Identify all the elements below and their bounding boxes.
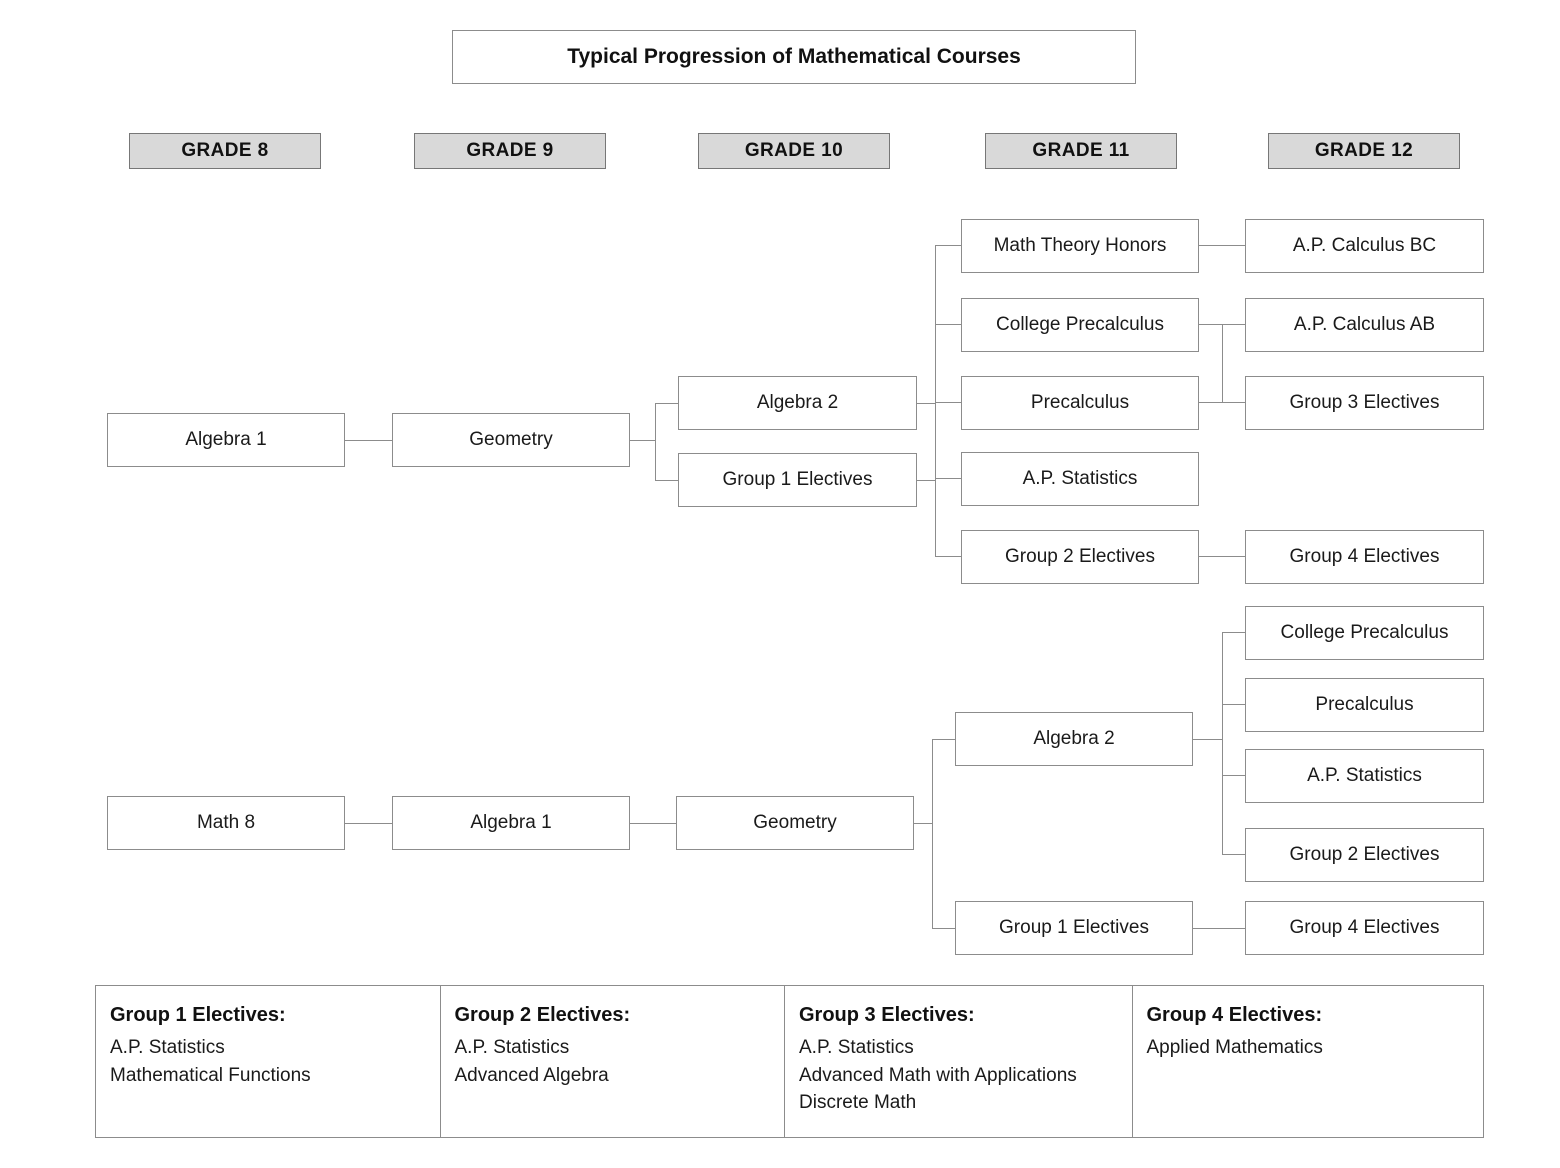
connector-top-geometry-split-vertical (655, 403, 656, 480)
node-top-algebra-2[interactable]: Algebra 2 (678, 376, 917, 430)
legend-group-2-item-1: Advanced Algebra (454, 1064, 609, 1086)
legend-group-1-item-1: Mathematical Functions (110, 1064, 311, 1086)
node-top-precalculus[interactable]: Precalculus (961, 376, 1199, 430)
legend-group-3: Group 3 Electives: A.P. Statistics Advan… (785, 986, 1133, 1137)
connector-bottom-geometry-split-vertical (932, 739, 933, 928)
node-top-math-theory-honors[interactable]: Math Theory Honors (961, 219, 1199, 273)
connector-bottom-grade12-fan-vertical (1222, 632, 1223, 854)
connector-bottom-to-group-2-electives (1222, 854, 1245, 855)
connector-bottom-math8-alg1 (345, 823, 392, 824)
legend-group-1-item-0: A.P. Statistics (110, 1037, 225, 1058)
grade-header-12: GRADE 12 (1268, 133, 1460, 169)
diagram-title: Typical Progression of Mathematical Cour… (452, 30, 1136, 84)
node-bottom-algebra-1[interactable]: Algebra 1 (392, 796, 630, 850)
node-top-group-3-electives[interactable]: Group 3 Electives (1245, 376, 1484, 430)
legend-group-3-item-2: Discrete Math (799, 1092, 917, 1114)
legend-group-4-item-0: Applied Mathematics (1146, 1037, 1323, 1058)
node-top-ap-calculus-ab[interactable]: A.P. Calculus AB (1245, 298, 1484, 352)
connector-top-to-college-precalculus (935, 324, 961, 325)
connector-bottom-geometry-stub (914, 823, 932, 824)
node-top-group-4-electives[interactable]: Group 4 Electives (1245, 530, 1484, 584)
node-bottom-precalculus[interactable]: Precalculus (1245, 678, 1484, 732)
connector-top-mth-to-calcbc (1199, 245, 1245, 246)
node-bottom-ap-statistics[interactable]: A.P. Statistics (1245, 749, 1484, 803)
grade-header-10: GRADE 10 (698, 133, 890, 169)
connector-top-to-precalculus (935, 402, 961, 403)
grade-header-9: GRADE 9 (414, 133, 606, 169)
node-top-college-precalculus[interactable]: College Precalculus (961, 298, 1199, 352)
node-top-ap-calculus-bc[interactable]: A.P. Calculus BC (1245, 219, 1484, 273)
connector-bottom-alg1-geometry (630, 823, 676, 824)
connector-top-to-ap-statistics (935, 478, 961, 479)
legend-group-4: Group 4 Electives: Applied Mathematics (1133, 986, 1484, 1137)
legend-group-2-item-0: A.P. Statistics (454, 1037, 570, 1058)
connector-top-precalc-stub (1199, 402, 1222, 403)
connector-top-algebra2-stub (917, 403, 935, 404)
connector-top-to-math-theory-honors (935, 245, 961, 246)
grade-header-8: GRADE 8 (129, 133, 321, 169)
connector-top-to-algebra2 (655, 403, 678, 404)
legend-group-3-title: Group 3 Electives: (799, 1004, 975, 1026)
node-top-geometry[interactable]: Geometry (392, 413, 630, 467)
node-bottom-math-8[interactable]: Math 8 (107, 796, 345, 850)
connector-top-geometry-stub (630, 440, 655, 441)
legend-group-3-item-0: A.P. Statistics (799, 1037, 914, 1058)
connector-bottom-algebra2-stub (1193, 739, 1222, 740)
connector-top-group1-stub (917, 480, 935, 481)
node-top-group-1-electives[interactable]: Group 1 Electives (678, 453, 917, 507)
connector-top-to-calcab (1222, 324, 1245, 325)
node-top-algebra-1[interactable]: Algebra 1 (107, 413, 345, 467)
legend-group-1-title: Group 1 Electives: (110, 1004, 286, 1026)
connector-bottom-to-college-precalculus (1222, 632, 1245, 633)
connector-top-grade11-fan-vertical (935, 245, 936, 556)
node-bottom-college-precalculus[interactable]: College Precalculus (1245, 606, 1484, 660)
connector-bottom-group1-to-group4 (1193, 928, 1245, 929)
connector-top-alg1-geometry (345, 440, 392, 441)
connector-top-to-group1 (655, 480, 678, 481)
legend-group-3-item-1: Advanced Math with Applications (799, 1064, 1077, 1086)
legend-group-2: Group 2 Electives: A.P. Statistics Advan… (441, 986, 785, 1137)
connector-bottom-to-algebra2 (932, 739, 955, 740)
connector-top-collegeprecalc-stub (1199, 324, 1222, 325)
legend-group-1: Group 1 Electives: A.P. Statistics Mathe… (96, 986, 441, 1137)
connector-bottom-to-precalculus (1222, 704, 1245, 705)
node-bottom-group-4-electives[interactable]: Group 4 Electives (1245, 901, 1484, 955)
connector-top-precalc-bus-vertical (1222, 324, 1223, 402)
node-top-ap-statistics[interactable]: A.P. Statistics (961, 452, 1199, 506)
legend-group-2-title: Group 2 Electives: (454, 1004, 631, 1026)
legend-group-4-title: Group 4 Electives: (1146, 1004, 1323, 1026)
node-top-group-2-electives[interactable]: Group 2 Electives (961, 530, 1199, 584)
node-bottom-algebra-2[interactable]: Algebra 2 (955, 712, 1193, 766)
connector-top-to-group-2-electives (935, 556, 961, 557)
grade-header-11: GRADE 11 (985, 133, 1177, 169)
connector-top-group2-to-group4 (1199, 556, 1245, 557)
node-bottom-group-2-electives[interactable]: Group 2 Electives (1245, 828, 1484, 882)
node-bottom-geometry[interactable]: Geometry (676, 796, 914, 850)
node-bottom-group-1-electives[interactable]: Group 1 Electives (955, 901, 1193, 955)
connector-bottom-to-ap-statistics (1222, 775, 1245, 776)
connector-top-to-group3 (1222, 402, 1245, 403)
connector-bottom-to-group1 (932, 928, 955, 929)
electives-legend: Group 1 Electives: A.P. Statistics Mathe… (95, 985, 1484, 1138)
